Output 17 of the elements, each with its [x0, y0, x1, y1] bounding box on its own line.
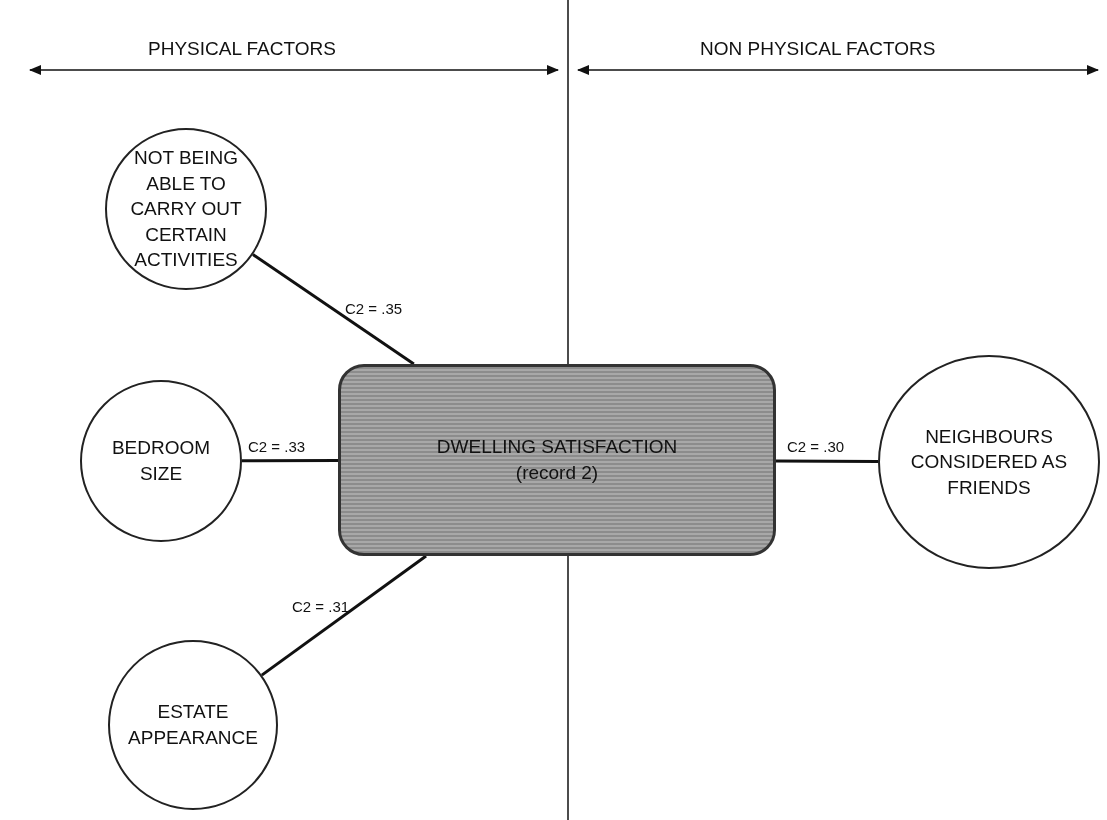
node-text: ESTATE APPEARANCE	[127, 700, 259, 750]
edge-label: C2 = .35	[345, 300, 403, 317]
section-heading: NON PHYSICAL FACTORS	[700, 38, 936, 60]
node-text: (record 2)	[515, 461, 599, 485]
edge-label: C2 = .31	[292, 598, 350, 615]
section-heading: PHYSICAL FACTORS	[148, 38, 336, 60]
edge-label: C2 = .33	[248, 438, 306, 455]
process-box	[338, 364, 776, 556]
connector-line	[252, 253, 415, 366]
connector-line	[242, 459, 338, 463]
node-text: DWELLING SATISFACTION	[436, 435, 678, 460]
node-text: BEDROOM SIZE	[110, 436, 212, 486]
connector-line	[776, 459, 878, 463]
node-text: NEIGHBOURS CONSIDERED AS FRIENDS	[909, 424, 1069, 500]
node-text: NOT BEING ABLE TO CARRY OUT CERTAIN ACTIVITIES	[129, 145, 243, 273]
connector-line	[260, 554, 427, 677]
edge-label: C2 = .30	[787, 438, 845, 455]
